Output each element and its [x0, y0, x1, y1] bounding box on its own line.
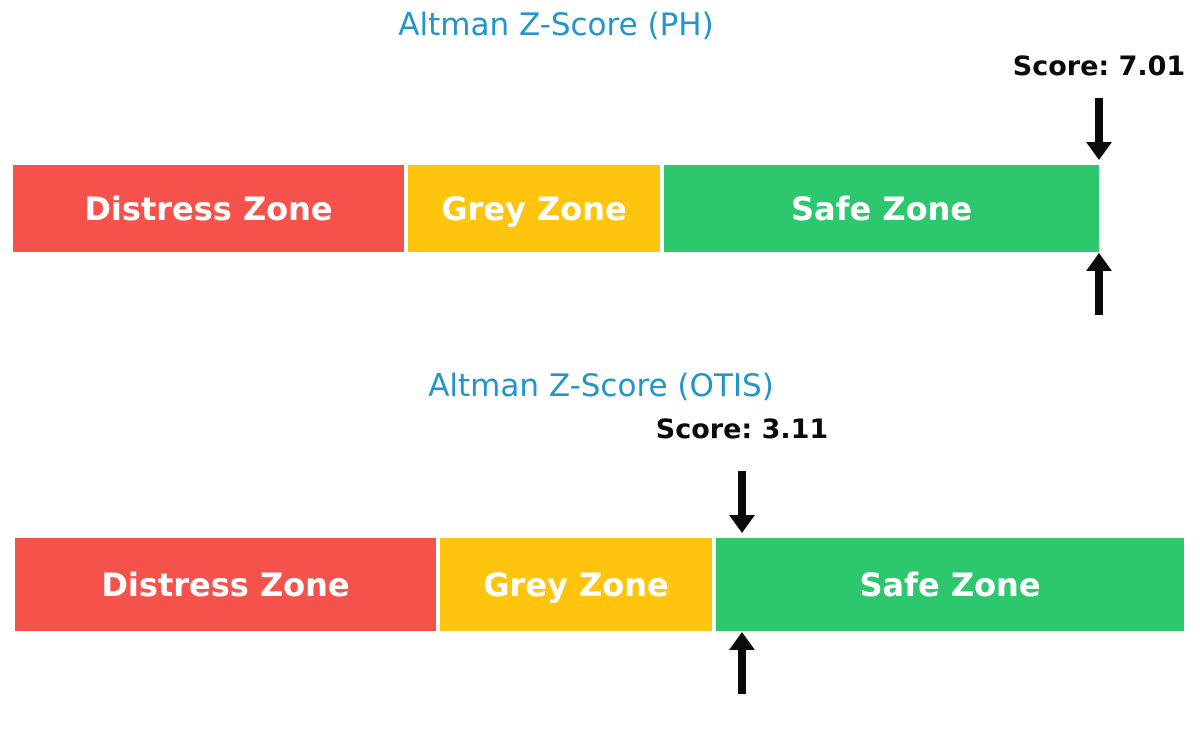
zone-label: Safe Zone: [859, 565, 1041, 604]
zone-label: Distress Zone: [84, 189, 333, 228]
zone-label: Grey Zone: [483, 565, 669, 604]
zone-label: Grey Zone: [441, 189, 627, 228]
zone-segment-distress-zone: Distress Zone: [13, 165, 404, 252]
chart-title: Altman Z-Score (PH): [398, 7, 714, 43]
score-annotation: Score: 3.11: [655, 414, 829, 445]
zone-label: Safe Zone: [790, 189, 973, 228]
score-arrow-down-icon: [729, 471, 755, 533]
score-annotation: Score: 7.01: [1012, 51, 1186, 82]
zone-segment-safe-zone: Safe Zone: [716, 538, 1184, 631]
score-arrow-down-icon: [1086, 98, 1112, 160]
zone-segment-grey-zone: Grey Zone: [440, 538, 712, 631]
zone-segment-grey-zone: Grey Zone: [408, 165, 660, 252]
zone-label: Distress Zone: [101, 565, 350, 604]
zone-segment-safe-zone: Safe Zone: [664, 165, 1099, 252]
chart-title: Altman Z-Score (OTIS): [428, 368, 774, 404]
score-arrow-up-icon: [729, 632, 755, 694]
score-arrow-up-icon: [1086, 253, 1112, 315]
zone-segment-distress-zone: Distress Zone: [15, 538, 436, 631]
